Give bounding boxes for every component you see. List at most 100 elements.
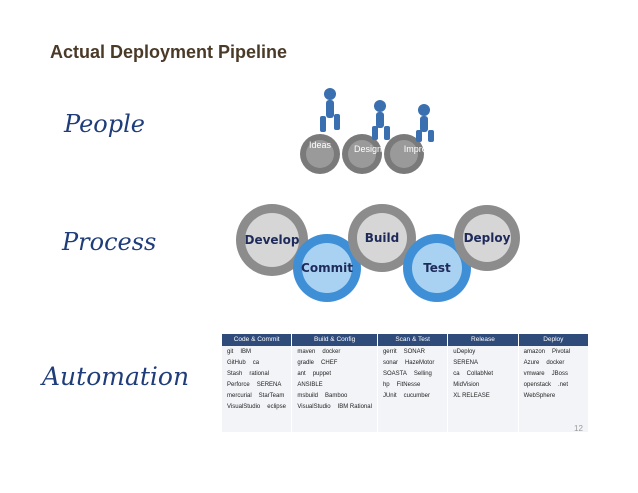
tool-column-header: Code & Commit [222, 334, 292, 346]
tool-logo: docker [546, 360, 565, 366]
tool-row: WebSphere [522, 392, 585, 401]
tool-row: GitHub ca [225, 359, 288, 368]
tool-row: JUnit cucumber [381, 392, 444, 401]
tool-row: msbuild Bamboo [295, 392, 374, 401]
tool-row: maven docker [295, 348, 374, 357]
tool-logo: SOASTA [382, 371, 407, 377]
tool-logo: eclipse [267, 404, 286, 410]
gear-label-design: Design [354, 144, 382, 154]
slide-title: Actual Deployment Pipeline [50, 42, 288, 62]
tool-row: openstack .net [522, 381, 585, 390]
gear-deploy: Deploy [454, 205, 520, 271]
tool-logo: rational [249, 371, 270, 377]
gear-label-improve: Improve [404, 144, 437, 154]
tool-logo: HazeMotor [404, 360, 435, 366]
tool-logo: FitNesse [396, 382, 421, 388]
tool-row: gradle CHEF [295, 359, 374, 368]
tool-column-header: Build & Config [292, 334, 377, 346]
tool-row: MidVision [451, 381, 514, 390]
tool-logo: WebSphere [523, 393, 556, 399]
tool-logo: Azure [523, 360, 540, 366]
tool-logo: CollabNet [466, 371, 493, 377]
tool-row: Perforce SERENA [225, 381, 288, 390]
tool-logo: SONAR [403, 349, 425, 355]
tool-logo: SERENA [256, 382, 282, 388]
tool-logo: hp [382, 382, 390, 388]
gear-text-develop: Develop [244, 233, 299, 247]
row-label-automation: Automation [42, 362, 190, 391]
tool-row: ant puppet [295, 370, 374, 379]
tool-logo: CHEF [321, 360, 338, 366]
tool-logo: ca [453, 371, 460, 377]
tool-logo: sonar [382, 360, 398, 366]
tool-logo: ca [252, 360, 260, 366]
row-label-process: Process [62, 228, 157, 256]
tool-column-header: Scan & Test [377, 334, 448, 346]
tool-logo: XL RELEASE [453, 393, 490, 399]
tool-row: Azure docker [522, 359, 585, 368]
tool-logo: VisualStudio [297, 404, 331, 410]
tool-logo: mercurial [227, 393, 252, 399]
tool-logo: ant [297, 371, 306, 377]
tool-row: XL RELEASE [451, 392, 514, 401]
page-number: 12 [574, 424, 583, 433]
tool-logo: cucumber [403, 393, 430, 399]
tool-logo: Pivotal [552, 349, 571, 355]
gear-text-test: Test [423, 261, 451, 275]
tool-row: ca CollabNet [451, 370, 514, 379]
tool-logo: IBM Rational [337, 404, 372, 410]
tool-column-header: Deploy [518, 334, 588, 346]
tool-row: amazon Pivotal [522, 348, 585, 357]
tool-logo: StarTeam [258, 393, 285, 399]
tool-logo: .net [558, 382, 569, 388]
tool-logo: puppet [312, 371, 332, 377]
process-gears-illustration: Develop Commit Build Test Deploy [236, 204, 520, 302]
people-climbing-gears-illustration: Ideas Design Improve [300, 88, 437, 174]
tool-logo: docker [322, 349, 341, 355]
tool-logo: gerrit [382, 349, 397, 355]
tool-row: SERENA [451, 359, 514, 368]
tool-logo: Perforce [227, 382, 250, 388]
tool-logo: uDeploy [453, 349, 476, 355]
gear-test: Test [403, 234, 471, 302]
tool-row: VisualStudio IBM Rational [295, 403, 374, 412]
tool-logo: SERENA [453, 360, 478, 366]
tool-logo: msbuild [297, 393, 319, 399]
gear-label-ideas: Ideas [309, 140, 332, 150]
gear-text-deploy: Deploy [464, 231, 511, 245]
tool-logo: vmware [523, 371, 545, 377]
tool-logo: maven [297, 349, 316, 355]
gear-text-commit: Commit [301, 261, 353, 275]
tool-logo: JUnit [382, 393, 397, 399]
tool-row: gerrit SONAR [381, 348, 444, 357]
tool-logo: openstack [523, 382, 551, 388]
tool-row: mercurial StarTeam [225, 392, 288, 401]
tool-logo: gradle [297, 360, 315, 366]
tool-logo: GitHub [227, 360, 246, 366]
tool-logo: Stash [227, 371, 243, 377]
tool-row: sonar HazeMotor [381, 359, 444, 368]
tool-logo: Selling [413, 371, 432, 377]
tool-row: hp FitNesse [381, 381, 444, 390]
tool-row: Stash rational [225, 370, 288, 379]
tool-logo: MidVision [453, 382, 480, 388]
tool-logo: amazon [523, 349, 545, 355]
gear-develop: Develop [236, 204, 308, 276]
tool-logo: Bamboo [325, 393, 348, 399]
tool-column-header: Release [448, 334, 518, 346]
tool-logo: IBM [240, 349, 252, 355]
